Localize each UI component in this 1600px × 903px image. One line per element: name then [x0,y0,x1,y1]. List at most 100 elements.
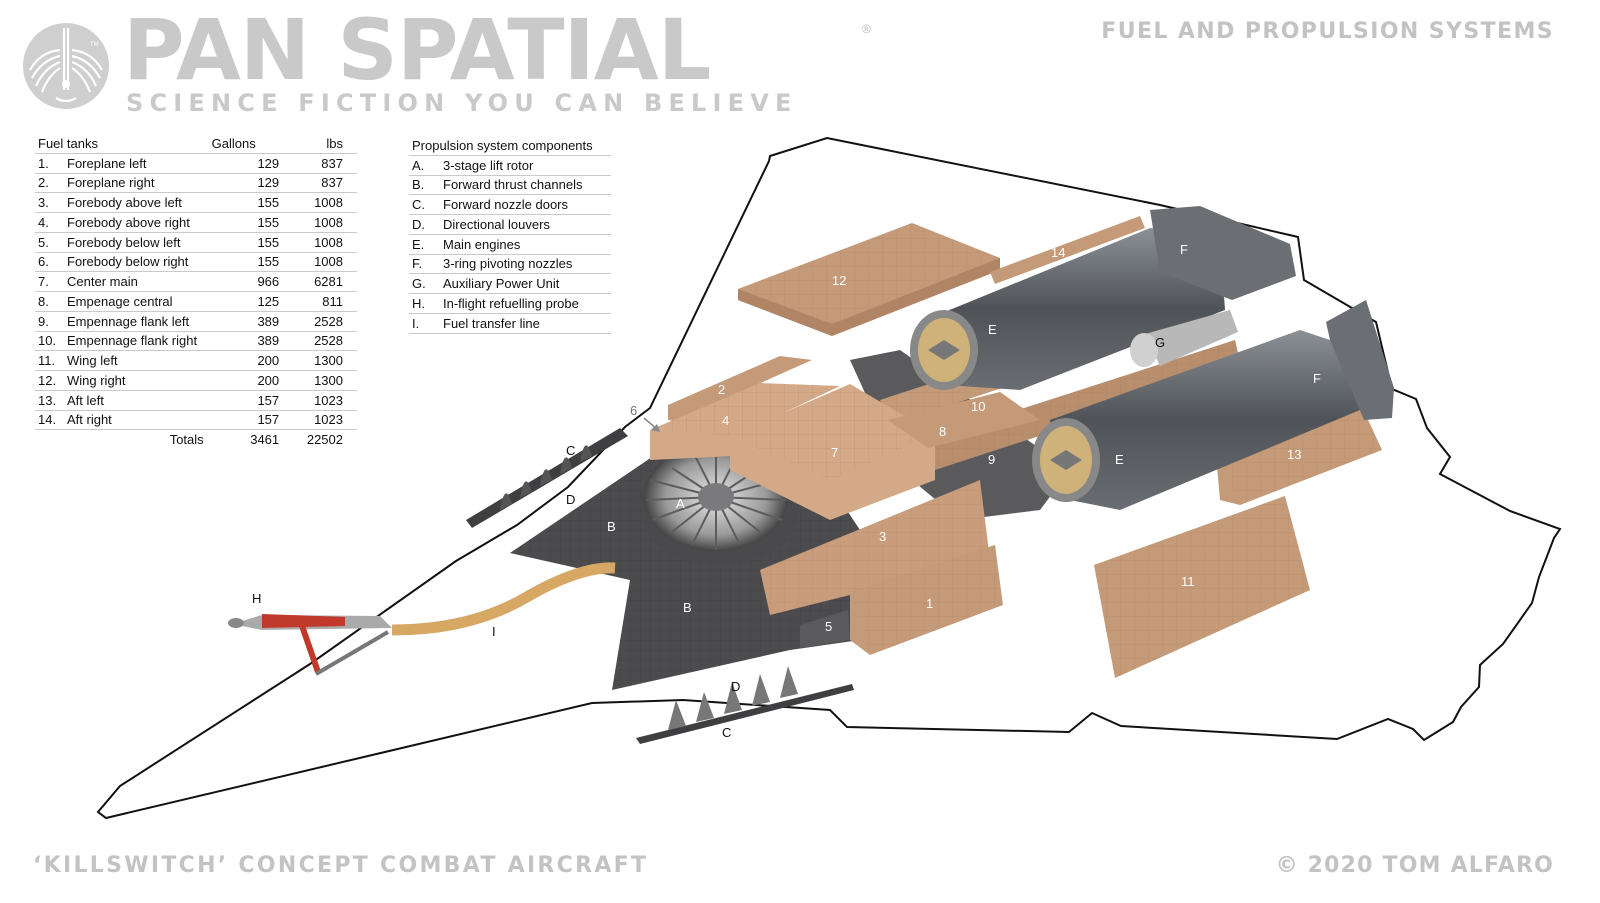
tank-name: Wing left [67,350,212,371]
tank-name: Forebody above right [67,212,212,233]
brand-tagline: SCIENCE FICTION YOU CAN BELIEVE [126,89,798,117]
tank-gallons: 389 [211,311,284,332]
tank-name: Empennage flank right [67,331,212,352]
label-2: 2 [718,382,726,397]
propulsion-component-row: B.Forward thrust channels [409,175,611,196]
label-d-bottom: D [731,679,741,694]
tank-name: Wing right [67,370,212,391]
tank-14-shape [990,216,1145,284]
lbs-header: lbs [283,134,357,154]
label-10: 10 [971,399,986,414]
fuel-transfer-line [391,562,616,636]
tank-name: Forebody above left [67,192,212,213]
label-4: 4 [722,413,730,428]
tank-gallons: 125 [211,291,284,312]
tank-number: 6. [35,252,67,273]
footer-copyright: © 2020 TOM ALFARO [1275,853,1554,878]
auxiliary-power-unit [1130,310,1238,367]
tank-gallons: 155 [211,252,284,273]
tank-gallons: 157 [211,410,284,431]
label-9: 9 [988,452,996,467]
label-b-upper: B [607,519,616,534]
tank-gallons: 129 [211,173,284,194]
tank-name: Empenage central [67,291,212,312]
tank-gallons: 155 [211,232,284,253]
component-letter: B. [409,175,443,196]
tank-lbs: 1300 [283,370,357,391]
label-f-right: F [1180,242,1188,257]
label-11: 11 [1181,574,1195,589]
tank-number: 8. [35,291,67,312]
component-name: Forward nozzle doors [443,194,611,215]
tank-gallons: 157 [211,390,284,411]
component-letter: D. [409,214,443,235]
tank-lbs: 1300 [283,350,357,371]
tank-5-shape [800,610,850,648]
tank-number: 3. [35,192,67,213]
component-letter: E. [409,234,443,255]
component-letter: C. [409,194,443,215]
tank-name: Center main [67,271,212,292]
label-8: 8 [939,424,947,439]
tank-number: 13. [35,390,67,411]
propulsion-component-row: C.Forward nozzle doors [409,194,611,215]
tank-name: Aft left [67,390,212,411]
component-name: In-flight refuelling probe [443,293,611,314]
tank-number: 5. [35,232,67,253]
label-14: 14 [1051,245,1066,260]
component-letter: G. [409,273,443,294]
tank-lbs: 2528 [283,331,357,352]
section-title: FUEL AND PROPULSION SYSTEMS [1101,19,1554,44]
label-g: G [1155,335,1166,350]
tank-lbs: 811 [283,291,357,312]
component-letter: H. [409,293,443,314]
tank-name: Empennage flank left [67,311,212,332]
forward-nozzle-doors-bottom [636,666,854,744]
engine-left [1032,300,1394,510]
label-e-right: E [988,322,997,337]
label-3: 3 [879,529,887,544]
tank-lbs: 2528 [283,311,357,332]
tank-lbs: 1023 [283,390,357,411]
label-d-top: D [566,492,576,507]
propulsion-component-row: I.Fuel transfer line [409,313,611,334]
tank-1-shape [850,545,1003,655]
tank-name: Aft right [67,410,212,431]
component-name: Main engines [443,234,611,255]
totals-label: Totals [169,432,204,448]
component-name: 3-stage lift rotor [443,155,611,176]
tank-lbs: 1008 [283,212,357,233]
propulsion-component-row: D.Directional louvers [409,214,611,235]
totals-gallons: 3461 [250,432,280,448]
label-f-left: F [1313,371,1321,386]
refuelling-probe [228,614,392,676]
label-c-bottom: C [722,725,732,740]
tank-name: Foreplane left [67,153,212,174]
aircraft-planform-outline [96,136,1562,820]
engine-right [910,206,1296,390]
tank-gallons: 966 [211,271,284,292]
component-letter: A. [409,155,443,176]
tank-number: 2. [35,173,67,194]
tank-gallons: 155 [211,212,284,233]
propulsion-component-row: H.In-flight refuelling probe [409,293,611,314]
fuel-table-header: Fuel tanks Gallons lbs [35,134,357,154]
label-a: A [676,496,685,511]
label-c-top: C [566,443,576,458]
tank-name: Forebody below right [67,252,212,273]
tank-lbs: 1008 [283,252,357,273]
tank-8-shape [888,392,1040,448]
propulsion-component-row: A.3-stage lift rotor [409,155,611,176]
